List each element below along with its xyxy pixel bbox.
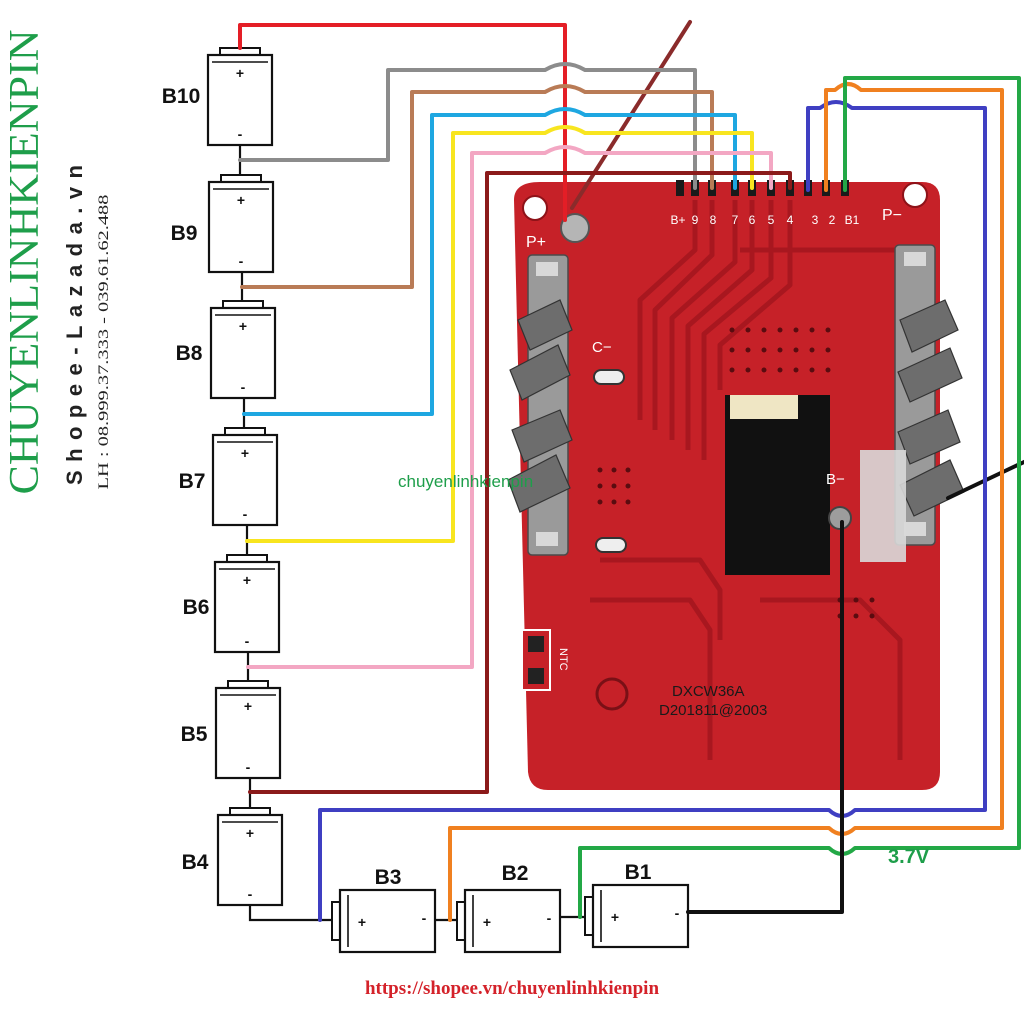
p-plus-terminal — [507, 254, 573, 556]
cell-b2: + - — [456, 888, 562, 954]
p-plus-screw — [560, 213, 590, 243]
cell-b9-minus: - — [239, 253, 244, 269]
p-minus-label: P− — [882, 207, 902, 224]
pin-label-5: 5 — [768, 213, 775, 227]
cell-b2-label: B2 — [502, 862, 529, 885]
cell-b3-label: B3 — [375, 866, 402, 889]
pin-label-2: 2 — [829, 213, 836, 227]
pin-label-b1: B1 — [845, 213, 860, 227]
wire-pin7-blue — [242, 107, 737, 416]
wire-bminus-black — [686, 520, 844, 914]
board-model: DXCW36A — [672, 683, 745, 700]
wire-pin8-brown — [240, 84, 714, 289]
voltage-label: 3.7V — [888, 846, 930, 868]
p-minus-terminal — [894, 244, 965, 546]
cell-b5-minus: - — [246, 759, 251, 775]
cell-b9-label: B9 — [171, 222, 198, 245]
cell-b3-plus: + — [358, 914, 366, 930]
cell-b4-plus: + — [246, 825, 254, 841]
cell-b3-minus: - — [422, 910, 427, 926]
cell-b9: + - — [207, 174, 275, 274]
cell-b8-plus: + — [239, 318, 247, 334]
wire-pin5-pink — [246, 145, 773, 669]
cell-b1-label: B1 — [625, 861, 652, 884]
cell-b5-label: B5 — [181, 723, 208, 746]
cell-b4: + - — [216, 807, 284, 907]
board-date-code: D201811@2003 — [659, 702, 767, 719]
brand-logo-icon — [595, 677, 629, 711]
cell-b6-minus: - — [245, 633, 250, 649]
cell-b5: + - — [214, 680, 282, 780]
pin-label-bplus: B+ — [670, 213, 685, 227]
pin-label-9: 9 — [692, 213, 699, 227]
via-array — [597, 327, 875, 619]
ntc-pad-2 — [528, 668, 544, 684]
p-plus-label: P+ — [526, 234, 546, 251]
cell-b1-minus: - — [675, 905, 680, 921]
cell-b10-label: B10 — [162, 85, 201, 108]
mounting-hole-right — [902, 182, 928, 208]
contact-line: LH : 08.999.37.333 - 039.61.62.488 — [96, 195, 112, 490]
cell-b7-plus: + — [241, 445, 249, 461]
cell-b3: + - — [331, 888, 437, 954]
cell-b7: + - — [211, 427, 279, 527]
pad-lower — [595, 537, 627, 553]
cell-b10: + - — [206, 47, 274, 147]
cell-b6-label: B6 — [183, 596, 210, 619]
cell-b6: + - — [213, 554, 281, 654]
cell-b7-minus: - — [243, 506, 248, 522]
pin-label-4: 4 — [787, 213, 794, 227]
wire-pinb1-green — [578, 76, 1021, 919]
insulation-tape — [860, 450, 906, 562]
ntc-label: NTC — [557, 648, 569, 671]
cell-b5-plus: + — [244, 698, 252, 714]
wire-bplus-red — [238, 23, 567, 222]
cell-b1: + - — [584, 883, 690, 949]
shop-url: https://shopee.vn/chuyenlinhkienpin — [365, 978, 660, 999]
component-label-tab — [730, 395, 798, 419]
wire-pin6-yellow — [245, 125, 754, 543]
cell-b4-label: B4 — [182, 851, 209, 874]
cell-b10-minus: - — [238, 126, 243, 142]
cell-b7-label: B7 — [179, 470, 206, 493]
cell-b4-minus: - — [248, 886, 253, 902]
wire-pin4-darkred — [248, 171, 792, 794]
shop-name: Shopee-Lazada.vn — [62, 165, 87, 485]
cell-b6-plus: + — [243, 572, 251, 588]
cell-b2-plus: + — [483, 914, 491, 930]
mounting-hole-left — [522, 195, 548, 221]
ntc-pad-1 — [528, 636, 544, 652]
pin-label-8: 8 — [710, 213, 717, 227]
pin-label-7: 7 — [732, 213, 739, 227]
watermark-text: chuyenlinhkienpin — [398, 472, 533, 491]
wire-pin9-gray — [238, 62, 697, 190]
cell-b8-minus: - — [241, 379, 246, 395]
mosfet-block — [725, 395, 830, 575]
cell-b10-plus: + — [236, 65, 244, 81]
cell-b1-plus: + — [611, 909, 619, 925]
cell-b2-minus: - — [547, 910, 552, 926]
c-minus-pad — [593, 369, 625, 385]
cell-b8: + - — [209, 300, 277, 400]
wire-pin2-orange — [448, 82, 1004, 922]
cell-b9-plus: + — [237, 192, 245, 208]
c-minus-label: C− — [592, 339, 612, 356]
pin-label-3: 3 — [812, 213, 819, 227]
b-minus-label: B− — [826, 471, 845, 488]
cell-b8-label: B8 — [176, 342, 203, 365]
pin-labels: B+ 9 8 7 6 5 4 3 2 B1 — [670, 213, 859, 227]
pin-label-6: 6 — [749, 213, 756, 227]
brand-name: CHUYENLINHKIENPIN — [2, 30, 48, 495]
bms-board: B+ 9 8 7 6 5 4 3 2 B1 P+ — [507, 180, 965, 790]
